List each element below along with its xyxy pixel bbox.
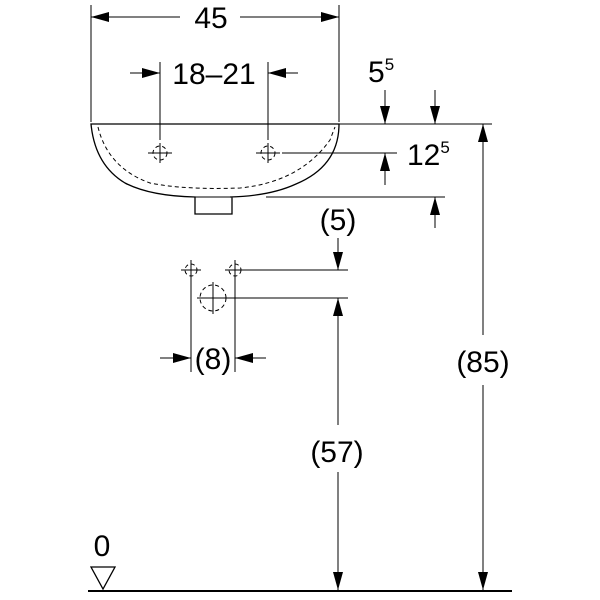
basin-outline — [90, 123, 340, 215]
supply-spacing-dimension: (5) — [320, 204, 357, 270]
floor-level-label: 0 — [94, 530, 111, 563]
waste-spacing-label: (8) — [195, 343, 232, 376]
left-tap-hole-icon — [148, 143, 172, 163]
tap-spacing-dimension: 18–21 — [130, 58, 298, 140]
basin-depth-base: 12 — [407, 139, 440, 172]
level-triangle-icon — [89, 566, 117, 591]
rim-offset-sup: 5 — [385, 55, 394, 74]
width-dimension: 45 — [90, 2, 340, 122]
rim-offset-dimension: 55 — [339, 55, 492, 125]
tap-spacing-label: 18–21 — [172, 58, 255, 91]
right-supply-icon — [225, 260, 245, 280]
right-tap-hole-icon — [256, 143, 280, 163]
waste-spacing-dimension: (8) — [160, 280, 266, 376]
floor-reference: 0 — [88, 530, 512, 592]
washbasin — [90, 123, 340, 215]
left-supply-icon — [181, 260, 201, 280]
supply-fittings — [181, 260, 348, 314]
waste-outlet-icon — [197, 282, 229, 314]
rim-height-label: (85) — [456, 346, 509, 379]
waste-height-label: (57) — [310, 436, 363, 469]
rim-offset-base: 5 — [368, 56, 385, 89]
supply-spacing-label: (5) — [320, 204, 357, 237]
width-label: 45 — [194, 2, 227, 35]
rim-height-dimension: (85) — [456, 124, 510, 590]
rim-offset-label: 55 — [368, 55, 394, 89]
basin-inner-line — [97, 126, 336, 189]
basin-depth-dimension: 125 — [266, 138, 450, 228]
waste-height-dimension: (57) — [310, 298, 364, 590]
basin-depth-label: 125 — [407, 138, 450, 172]
basin-depth-sup: 5 — [440, 138, 449, 157]
